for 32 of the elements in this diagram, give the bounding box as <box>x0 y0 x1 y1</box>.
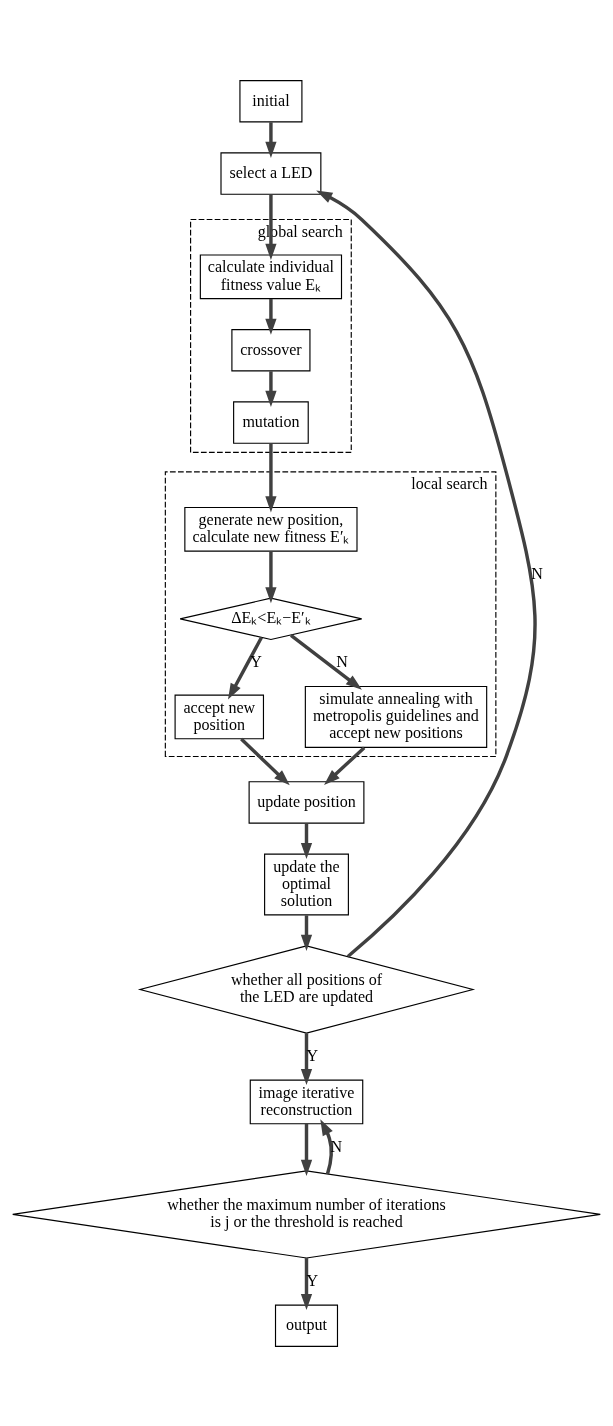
node-box: calculate individual fitness value Eₖ <box>199 253 343 299</box>
edge-label: N <box>336 652 348 670</box>
arrow <box>316 190 537 958</box>
arrow <box>289 633 362 690</box>
node-diamond: whether all positions of the LED are updated <box>137 944 476 1034</box>
arrow <box>300 822 313 859</box>
node-box: update the optimal solution <box>264 853 349 915</box>
arrow <box>265 298 277 335</box>
node-box: simulate annealing with metropolis guidelines and accept new positions <box>304 685 488 748</box>
node-diamond: ΔEₖ<Eₖ−E′ₖ <box>179 597 363 640</box>
node-box: crossover <box>231 328 311 371</box>
node-box: mutation <box>233 400 309 444</box>
arrow <box>324 745 366 785</box>
arrow <box>300 914 313 951</box>
arrow <box>265 194 277 260</box>
arrow <box>320 1118 333 1174</box>
node-diamond: whether the maximum number of iterations is j or the threshold is reached <box>12 1169 601 1259</box>
node-box: output <box>274 1304 339 1347</box>
arrow <box>265 550 277 603</box>
node-box: update position <box>248 780 365 824</box>
node-box: image iterative reconstruction <box>249 1079 364 1124</box>
edge-label: N <box>531 564 543 582</box>
node-box: accept new position <box>174 694 265 739</box>
arrow <box>300 1123 313 1176</box>
node-box: select a LED <box>220 151 322 195</box>
node-box: generate new position, calculate new fitness E′ₖ <box>184 506 358 552</box>
edge-label: Y <box>250 652 262 670</box>
arrow <box>265 121 277 158</box>
arrow <box>265 370 277 407</box>
arrow <box>228 636 263 700</box>
node-box: initial <box>239 79 303 122</box>
arrow <box>265 442 277 512</box>
